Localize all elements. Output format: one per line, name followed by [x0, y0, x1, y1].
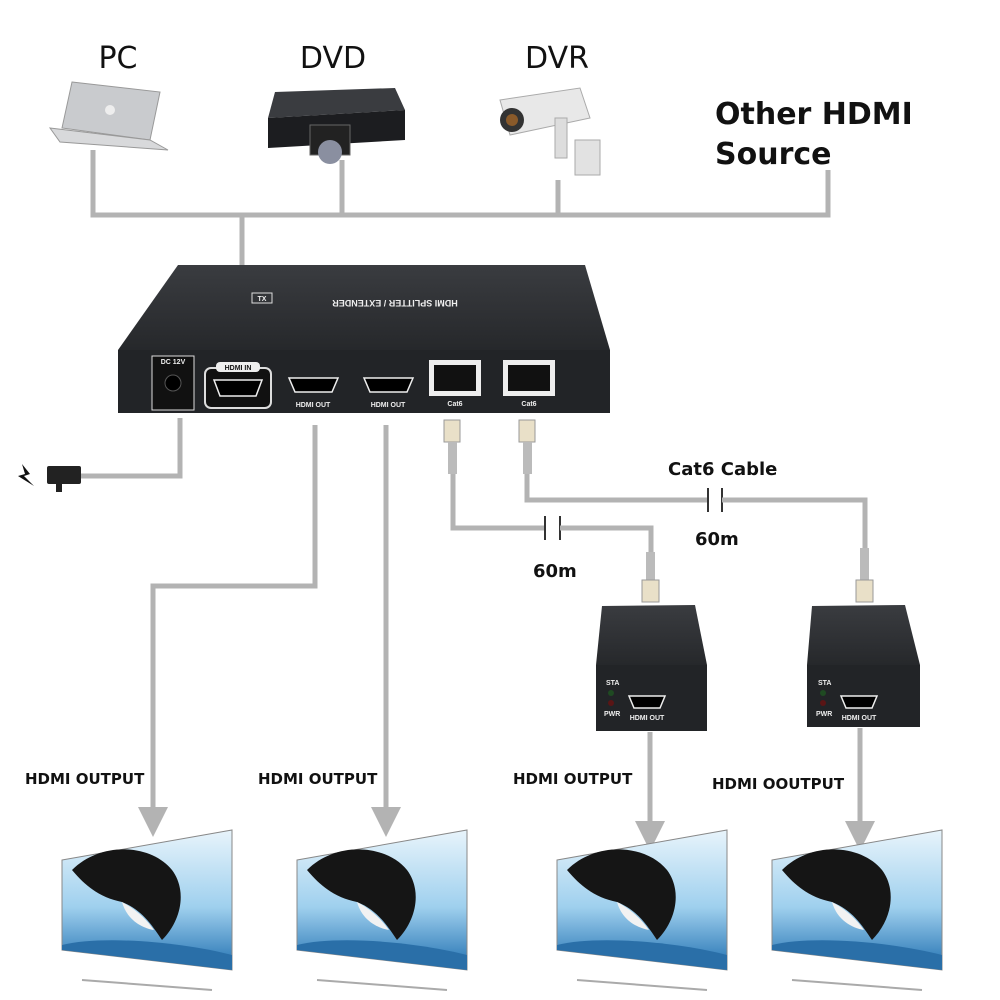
cat6-port-2[interactable] — [508, 365, 550, 391]
power-adapter-icon — [47, 466, 81, 492]
cable-break-icon — [707, 488, 723, 512]
tv-display-3 — [556, 829, 728, 991]
hdmi-output-line-1 — [138, 425, 318, 837]
rx2-pwr-label: PWR — [816, 711, 832, 718]
rx1-hdmi-out-label: HDMI OUT — [630, 715, 665, 722]
output-label-1: HDMI OUTPUT — [25, 770, 145, 788]
tx-badge: TX — [258, 296, 267, 303]
cat6-cable-label: Cat6 Cable — [668, 459, 777, 480]
pwr-led — [608, 700, 614, 706]
security-camera-icon — [499, 87, 601, 176]
cable-length-2: 60m — [695, 529, 739, 550]
output-label-4: HDMI OOUTPUT — [712, 775, 845, 793]
cat6-cable-2b — [722, 497, 868, 550]
rx1-sta-label: STA — [606, 680, 619, 687]
tv-display-4 — [771, 829, 943, 991]
hdmi-out-label-2: HDMI OUT — [371, 402, 406, 409]
source-label-other-2: Source — [715, 137, 832, 172]
cat6-cable-1b — [560, 525, 654, 555]
source-label-dvr: DVR — [525, 41, 589, 76]
cat6-plug-icon — [641, 548, 874, 603]
output-label-3: HDMI OUTPUT — [513, 770, 633, 788]
cat6-cable-2a — [524, 474, 708, 503]
source-bus-line — [90, 150, 831, 218]
hdmi-in-label: HDMI IN — [225, 365, 252, 372]
hdmi-in-port[interactable] — [212, 379, 264, 397]
dvd-player-icon — [268, 88, 405, 164]
power-line — [80, 418, 183, 479]
rx2-sta-label: STA — [818, 680, 831, 687]
pwr-led — [820, 700, 826, 706]
cat6-cable-1a — [450, 474, 545, 531]
rx2-hdmi-out-label: HDMI OUT — [842, 715, 877, 722]
hdmi-out-port-2[interactable] — [362, 377, 415, 393]
rx1-hdmi-out-port[interactable] — [627, 695, 667, 709]
lightning-icon — [18, 464, 34, 486]
laptop-icon — [48, 81, 169, 151]
receiver-device-2: STA PWR HDMI OUT — [807, 605, 920, 727]
hdmi-out-port-1[interactable] — [287, 377, 340, 393]
cat6-plug-icon — [443, 419, 536, 474]
cat6-label-2: Cat6 — [521, 401, 536, 408]
receiver-device-1: STA PWR HDMI OUT — [596, 605, 707, 731]
source-label-pc: PC — [98, 41, 137, 76]
dc-jack[interactable] — [164, 374, 182, 392]
tv-display-1 — [61, 829, 233, 991]
rx2-hdmi-out-port[interactable] — [839, 695, 879, 709]
transmitter-title: HDMI SPLITTER / EXTENDER — [332, 298, 458, 308]
cable-length-1: 60m — [533, 561, 577, 582]
output-label-2: HDMI OUTPUT — [258, 770, 378, 788]
tv-display-2 — [296, 829, 468, 991]
rx1-pwr-label: PWR — [604, 711, 620, 718]
cat6-port-1[interactable] — [434, 365, 476, 391]
cat6-label-1: Cat6 — [447, 401, 462, 408]
cable-break-icon — [544, 516, 561, 540]
source-label-other-1: Other HDMI — [715, 97, 913, 132]
transmitter-device: HDMI SPLITTER / EXTENDER TX DC 12V HDMI … — [118, 265, 610, 413]
sta-led — [820, 690, 826, 696]
hdmi-out-label-1: HDMI OUT — [296, 402, 331, 409]
source-label-dvd: DVD — [300, 41, 366, 76]
dc-label: DC 12V — [161, 359, 186, 366]
sta-led — [608, 690, 614, 696]
